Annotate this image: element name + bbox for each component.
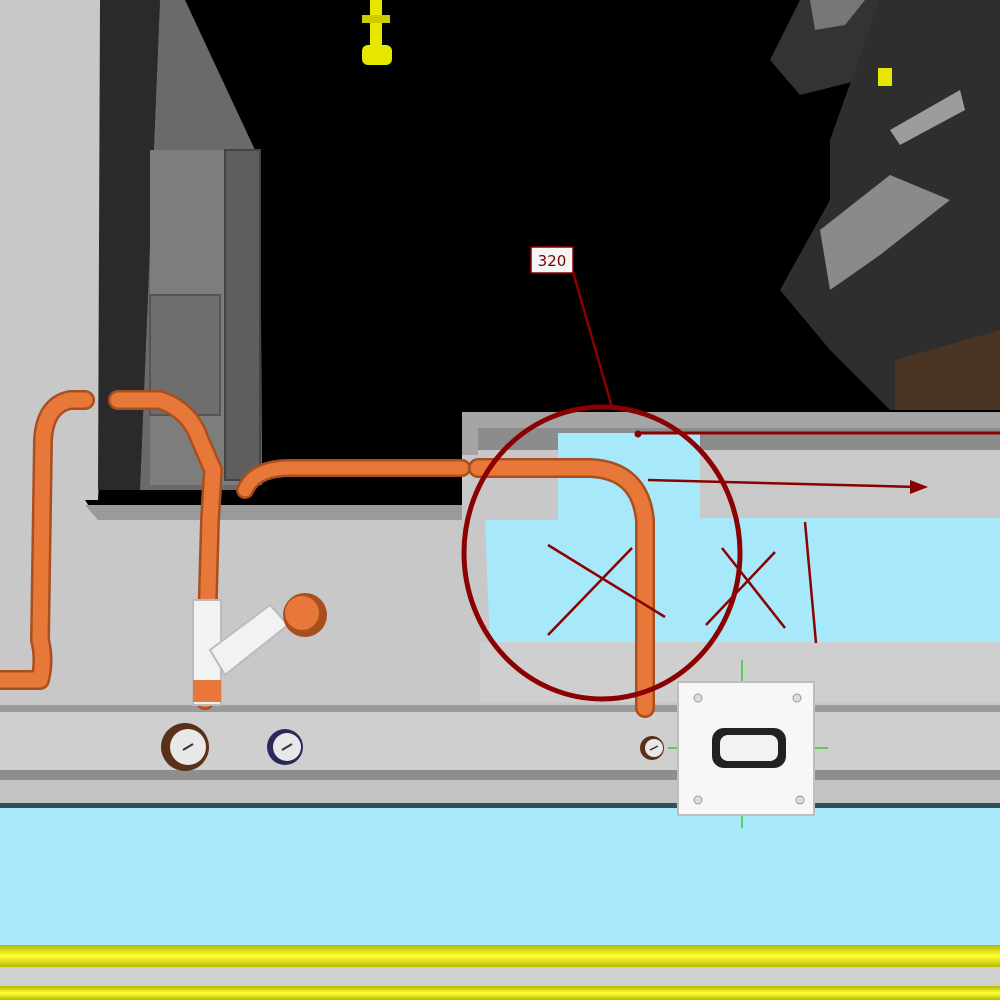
markup-x-1a bbox=[547, 543, 666, 619]
yellow-rail-upper bbox=[0, 945, 1000, 967]
upper-right-cabinet-vent bbox=[810, 0, 865, 30]
markup-x-2a bbox=[721, 547, 786, 629]
circular-valve-icon[interactable] bbox=[267, 729, 303, 765]
beam-top-edge bbox=[0, 705, 1000, 715]
markup-label-tag[interactable]: 320 bbox=[530, 246, 574, 274]
slab-step-edge bbox=[85, 505, 462, 520]
markup-circle[interactable] bbox=[461, 404, 743, 702]
yellow-rail-lower bbox=[0, 986, 1000, 1000]
yellow-rail-gap bbox=[0, 967, 1000, 987]
yellow-hanger-fixture bbox=[362, 0, 392, 65]
slab-recess-edge bbox=[462, 412, 1000, 455]
beam-lower-edge bbox=[0, 770, 1000, 780]
markup-leader-line bbox=[571, 271, 614, 408]
yellow-marker-right bbox=[878, 68, 892, 86]
water-zone-lower bbox=[0, 808, 1000, 950]
markup-x-2b bbox=[705, 551, 776, 626]
slab-recess-channel bbox=[478, 428, 1000, 450]
access-plate-icon[interactable] bbox=[677, 681, 815, 816]
markup-layer bbox=[461, 271, 1000, 702]
beam-shadow bbox=[0, 803, 1000, 809]
markup-tick-line bbox=[803, 521, 818, 644]
wye-fitting bbox=[192, 593, 327, 706]
markup-arrow-head bbox=[910, 480, 928, 494]
orange-pipe-network bbox=[0, 390, 655, 718]
circular-valve-icon[interactable] bbox=[161, 723, 209, 771]
markup-label-text: 320 bbox=[538, 252, 567, 270]
water-zone-upper bbox=[485, 433, 1000, 645]
circular-valve-icon[interactable] bbox=[640, 736, 664, 760]
beam-lower-face bbox=[0, 780, 1000, 806]
left-cabinet-door bbox=[224, 149, 261, 481]
left-wall-dark-face bbox=[98, 0, 160, 490]
markup-x-1b bbox=[547, 547, 633, 636]
beam bbox=[0, 712, 1000, 774]
right-cabinet-ledge bbox=[890, 90, 965, 145]
markup-arrow-line bbox=[647, 478, 919, 489]
right-cabinet-vent bbox=[820, 175, 950, 290]
right-brown-panel bbox=[895, 330, 1000, 410]
left-wall bbox=[0, 0, 125, 500]
